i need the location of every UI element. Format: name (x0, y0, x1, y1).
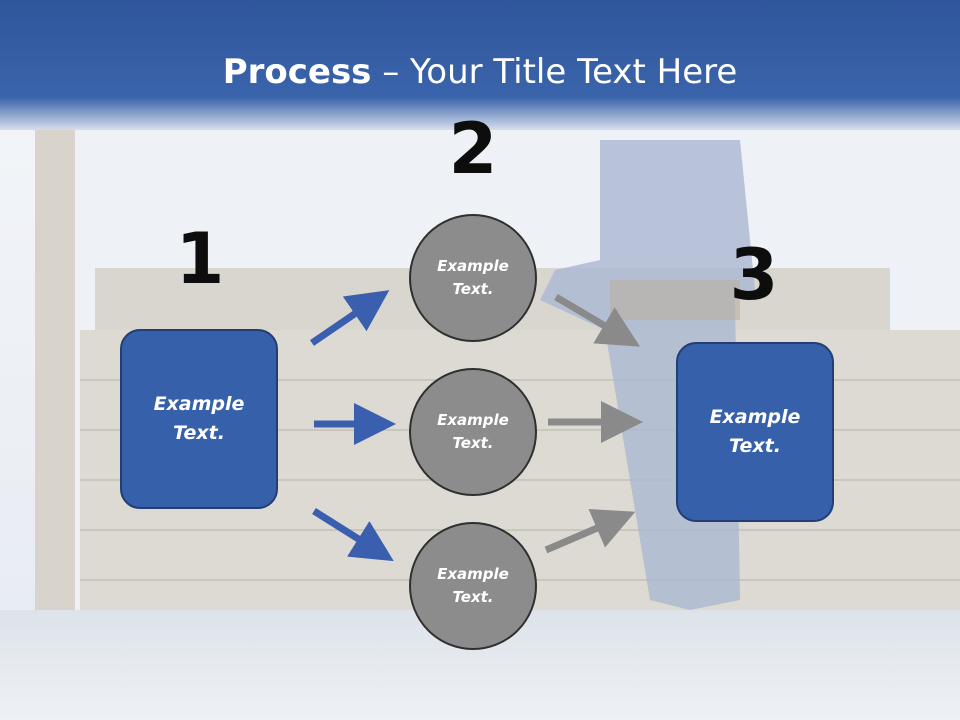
title-rest: – Your Title Text Here (371, 52, 738, 92)
step-number-3: 3 (729, 234, 779, 316)
arrow-from-circle-1 (554, 293, 641, 347)
arrow-to-circle-3 (312, 508, 394, 562)
arrow-from-circle-3 (544, 508, 636, 554)
step-2-circle-1: Example Text. (409, 214, 537, 342)
step-number-1: 1 (175, 218, 225, 300)
step-number-2: 2 (448, 108, 498, 190)
arrow-to-circle-1 (310, 290, 390, 346)
title-strong: Process (222, 52, 372, 92)
step-2-circle-2: Example Text. (409, 368, 537, 496)
step-2-circle-3: Example Text. (409, 522, 537, 650)
title-band (0, 0, 960, 130)
slide-title: Process – Your Title Text Here (0, 52, 960, 92)
step-1-box: Example Text. (120, 329, 278, 509)
step-3-box: Example Text. (676, 342, 834, 522)
